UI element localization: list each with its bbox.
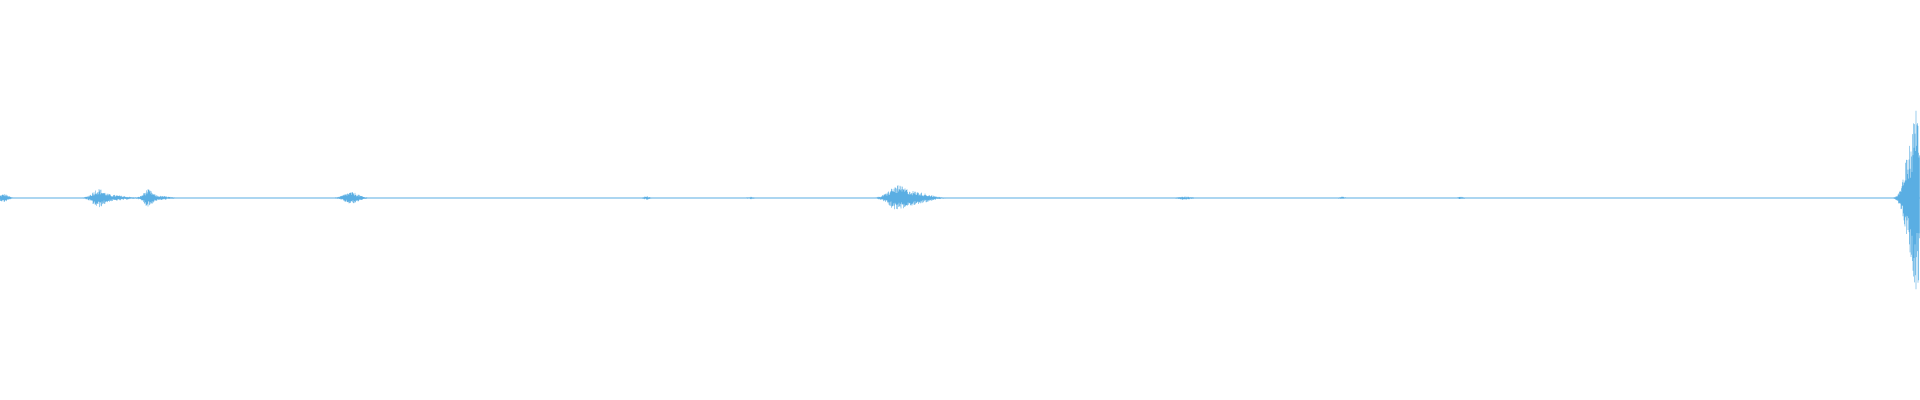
waveform-burst-10 — [890, 192, 942, 204]
waveform-burst-13 — [1455, 196, 1467, 200]
waveform-burst-6 — [337, 192, 366, 204]
waveform-series — [0, 110, 1920, 290]
waveform-burst-12 — [1336, 196, 1348, 200]
waveform-burst-1 — [0, 194, 12, 202]
waveform-burst-7 — [641, 196, 653, 200]
waveform-burst-15 — [1911, 112, 1920, 285]
waveform-amplitude-trace — [0, 110, 1920, 290]
waveform-burst-3 — [85, 195, 137, 201]
waveform-burst-5 — [142, 196, 177, 200]
waveform-burst-11 — [1173, 196, 1196, 200]
waveform-burst-8 — [745, 196, 757, 200]
